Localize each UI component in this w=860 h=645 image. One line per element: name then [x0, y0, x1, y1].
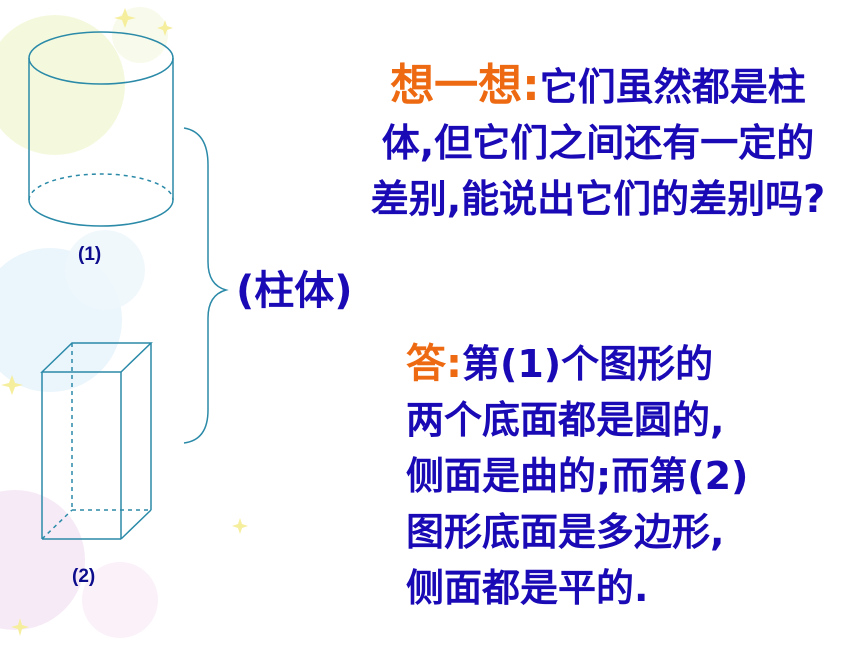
answer-block: 答:第(1)个图形的 两个底面都是圆的, 侧面是曲的;而第(2) 图形底面是多边… [406, 336, 856, 616]
sparkle-icon [157, 20, 173, 36]
bubble-decoration [0, 490, 85, 630]
question-line-1: 想一想:它们虽然都是柱 [338, 58, 858, 115]
bubble-decoration [0, 15, 125, 155]
bracket-label: (柱体) [236, 268, 353, 314]
sparkle-icon [11, 618, 29, 636]
figure-label-2: (2) [72, 566, 96, 587]
answer-lead: 答: [406, 341, 462, 387]
answer-line-3: 侧面是曲的;而第(2) [406, 454, 749, 498]
question-lead: 想一想: [390, 60, 540, 111]
bubble-decoration [82, 562, 158, 638]
sparkle-icon [1, 375, 23, 395]
question-line-1-text: 它们虽然都是柱 [539, 65, 806, 109]
sparkle-icon [232, 518, 248, 534]
answer-line-2: 两个底面都是圆的, [406, 398, 725, 442]
cylinder-figure [28, 31, 174, 227]
answer-line-1-text: 第(1)个图形的 [462, 342, 714, 386]
curly-bracket [183, 127, 229, 444]
answer-line-5: 侧面都是平的. [406, 566, 649, 610]
answer-line-1: 答:第(1)个图形的 [406, 336, 856, 392]
question-line-3: 差别,能说出它们的差别吗? [370, 177, 826, 221]
answer-line-4: 图形底面是多边形, [406, 510, 725, 554]
figure-label-1: (1) [78, 244, 102, 265]
prism-figure [40, 342, 153, 540]
question-line-2: 体,但它们之间还有一定的 [381, 121, 815, 165]
sparkle-icon [114, 8, 136, 28]
bubble-decoration [65, 230, 145, 310]
question-block: 想一想:它们虽然都是柱 体,但它们之间还有一定的 差别,能说出它们的差别吗? [338, 58, 858, 227]
